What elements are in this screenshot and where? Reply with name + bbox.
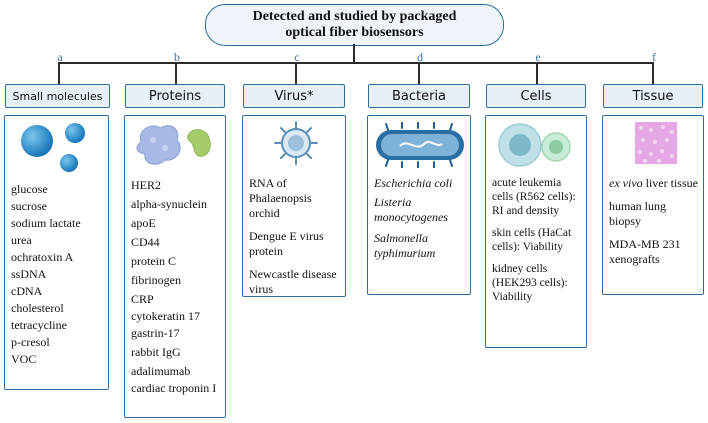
list-item: sucrose (11, 199, 47, 213)
cell-icon (498, 123, 571, 167)
italic-prefix: ex vivo (609, 176, 643, 190)
header-tissue: Tissue (603, 84, 703, 108)
list-item: CRP (131, 292, 154, 306)
list-item: Salmonella typhimurium (374, 231, 436, 260)
header-small-molecules: Small molecules (5, 84, 110, 108)
title-line-1: Detected and studied by packaged (252, 9, 457, 24)
list-item: CD44 (131, 235, 160, 249)
list-item: sodium lactate (11, 216, 81, 230)
branch-a (58, 62, 60, 84)
letter-d: d (417, 50, 423, 64)
bacterium-icon (376, 122, 464, 168)
title-line-2: optical fiber biosensors (285, 25, 424, 40)
branch-d (418, 62, 420, 84)
list-item: alpha-synuclein (131, 197, 207, 211)
list-item: ssDNA (11, 267, 47, 281)
list-item: adalimumab (131, 364, 191, 378)
branch-b (175, 62, 177, 84)
list-item: RNA of Phalaenopsis orchid (249, 176, 312, 220)
list-item: tetracycline (11, 318, 67, 332)
list-item: glucose (11, 182, 48, 196)
card-small-molecules: glucose sucrose sodium lactate urea ochr… (4, 115, 109, 390)
letter-a: a (57, 50, 63, 64)
list-item: HER2 (131, 178, 161, 192)
card-bacteria: Escherichia coli Listeria monocytogenes … (367, 115, 471, 295)
list-item: kidney cells (HEK293 cells): Viability (492, 263, 568, 303)
letter-c: c (294, 50, 300, 64)
sphere-molecules-icon (21, 123, 85, 172)
card-cells: acute leukemia cells (R562 cells): RI an… (485, 115, 587, 348)
list-item: cholesterol (11, 301, 64, 315)
list-item: skin cells (HaCat cells): Viability (492, 227, 572, 253)
list-item: acute leukemia cells (R562 cells): RI an… (492, 177, 576, 217)
header-proteins: Proteins (125, 84, 225, 108)
list-item: MDA-MB 231 xenografts (609, 237, 681, 266)
title-stem (353, 44, 355, 63)
list-item: Escherichia coli (374, 176, 453, 190)
list-item: cDNA (11, 284, 43, 298)
list-item: Listeria monocytogenes (374, 195, 448, 224)
list-item: VOC (11, 352, 37, 366)
list-item: Newcastle disease virus (249, 267, 337, 296)
list-item: protein C (131, 254, 176, 268)
header-virus: Virus* (243, 84, 345, 108)
list-item: ochratoxin A (11, 250, 74, 264)
letter-b: b (174, 50, 180, 64)
protein-blob-icon (136, 125, 211, 165)
tissue-patch-icon (635, 122, 677, 164)
diagram-title: Detected and studied by packaged optical… (205, 4, 504, 46)
list-item: gastrin-17 (131, 326, 180, 340)
list-item: fibrinogen (131, 273, 181, 287)
header-cells: Cells (486, 84, 586, 108)
letter-f: f (652, 50, 656, 64)
list-item-ex-vivo: ex vivo liver tissue (609, 176, 699, 191)
card-tissue: ex vivo liver tissue human lung biopsy M… (602, 115, 704, 295)
list-item: cardiac troponin I (131, 381, 217, 395)
letter-e: e (535, 50, 541, 64)
prefix-rest: liver tissue (645, 176, 698, 190)
branch-f (652, 62, 654, 84)
virus-icon (274, 121, 318, 165)
header-bacteria: Bacteria (368, 84, 470, 108)
list-item: urea (11, 233, 32, 247)
branch-e (536, 62, 538, 84)
list-item: apoE (131, 216, 156, 230)
list-item: p-cresol (11, 335, 50, 349)
list-item: human lung biopsy (609, 199, 666, 228)
list-item: cytokeratin 17 (131, 309, 200, 323)
list-item: Dengue E virus protein (249, 229, 324, 258)
card-proteins: HER2 alpha-synuclein apoE CD44 protein C… (124, 115, 226, 418)
card-virus: RNA of Phalaenopsis orchid Dengue E viru… (242, 115, 346, 297)
list-item: rabbit IgG (131, 345, 181, 359)
horizontal-connector (58, 62, 653, 64)
branch-c (295, 62, 297, 84)
